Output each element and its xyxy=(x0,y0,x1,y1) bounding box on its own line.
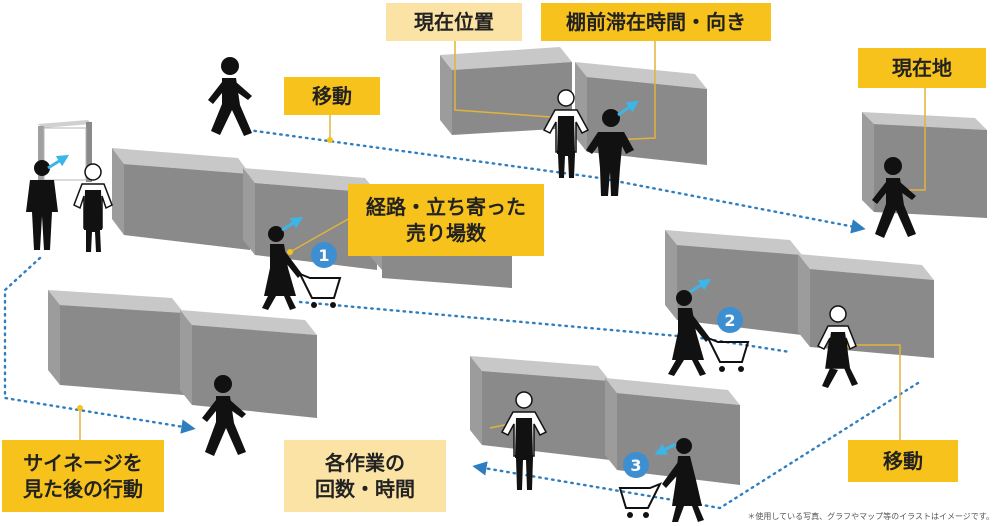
route-bottom xyxy=(472,381,920,510)
staff-person-icon xyxy=(73,163,113,252)
staff-person-icon xyxy=(542,89,590,178)
shopper-with-cart-icon xyxy=(262,226,342,310)
shelf xyxy=(48,290,184,395)
footnote: ＊使用している写真、グラフやマップ等のイラストはイメージです。 xyxy=(747,512,994,521)
route-top xyxy=(246,128,866,234)
label-tasks-line2: 回数・時間 xyxy=(315,477,415,501)
label-route-line2: 売り場数 xyxy=(406,221,486,245)
walking-person-icon xyxy=(872,157,916,238)
shelf xyxy=(798,254,934,358)
shelf xyxy=(665,230,802,335)
customer-person-icon xyxy=(26,160,58,250)
label-movement-top: 移動 xyxy=(284,77,380,115)
marker-1: 1 xyxy=(311,242,337,268)
label-movement-top-text: 移動 xyxy=(312,84,352,108)
label-signage-line2: 見た後の行動 xyxy=(23,477,143,501)
shopper-with-cart-icon xyxy=(618,438,704,522)
shelf xyxy=(470,356,610,460)
label-shelf-dwell: 棚前滞在時間・向き xyxy=(541,3,771,41)
shelf xyxy=(112,148,250,250)
shelf xyxy=(243,168,377,270)
route-left xyxy=(3,256,196,434)
label-current-location-text: 現在地 xyxy=(892,56,952,80)
marker-3-number: 3 xyxy=(630,456,641,475)
label-current-location: 現在地 xyxy=(858,48,986,88)
label-shelf-dwell-text: 棚前滞在時間・向き xyxy=(566,10,746,34)
label-movement-bottom-text: 移動 xyxy=(883,449,923,473)
shopper-with-cart-icon xyxy=(668,290,750,376)
label-movement-bottom: 移動 xyxy=(848,440,958,482)
routes xyxy=(3,128,920,510)
walking-person-icon xyxy=(208,57,252,136)
signage-frame xyxy=(38,120,92,188)
route-middle xyxy=(298,300,792,354)
label-signage: サイネージを 見た後の行動 xyxy=(2,440,164,512)
customer-person-icon xyxy=(586,109,634,196)
marker-2: 2 xyxy=(717,307,743,333)
staff-person-icon xyxy=(500,391,548,490)
marker-3: 3 xyxy=(623,452,649,478)
label-tasks: 各作業の 回数・時間 xyxy=(284,440,446,512)
label-route: 経路・立ち寄った 売り場数 xyxy=(348,184,544,256)
walking-person-icon xyxy=(202,375,246,456)
marker-2-number: 2 xyxy=(724,311,735,330)
marker-1-number: 1 xyxy=(318,246,329,265)
shelf xyxy=(180,310,317,418)
label-current-position-text: 現在位置 xyxy=(414,10,494,34)
staff-person-icon xyxy=(816,305,858,388)
label-current-position: 現在位置 xyxy=(386,3,522,41)
label-route-line1: 経路・立ち寄った xyxy=(366,195,526,219)
label-tasks-line1: 各作業の xyxy=(325,451,405,475)
label-signage-line1: サイネージを xyxy=(23,451,143,475)
